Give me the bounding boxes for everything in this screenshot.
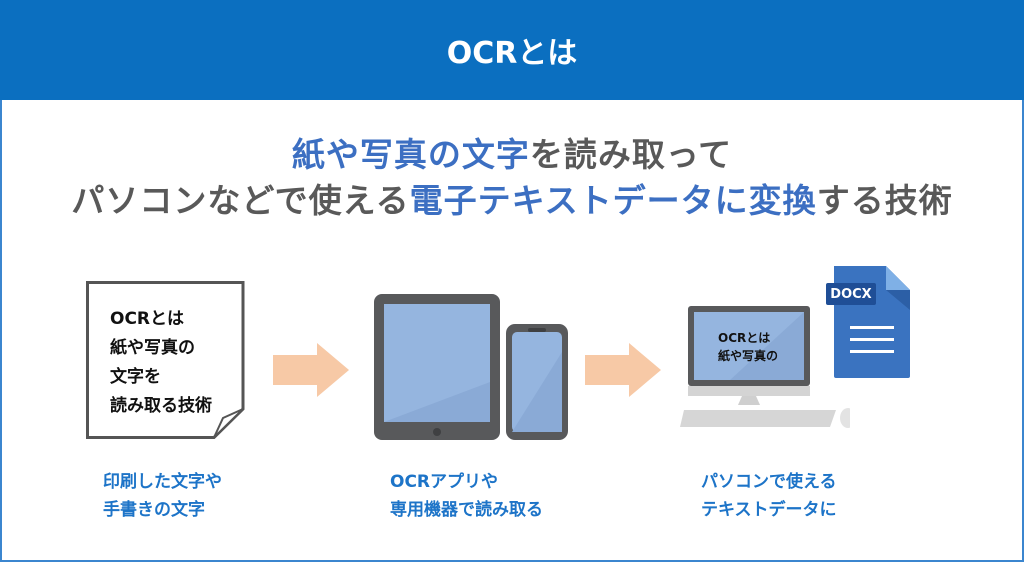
headline-line-2: パソコンなどで使える電子テキストデータに変換する技術 (0, 174, 1024, 222)
arrow-right-icon (273, 343, 349, 397)
caption-line: OCRアプリや (390, 472, 499, 492)
page-title: OCRとは (446, 36, 578, 71)
note-line: 紙や写真の (110, 338, 195, 358)
monitor-icon (688, 306, 810, 405)
step-2-caption: OCRアプリや 専用機器で読み取る (390, 468, 543, 524)
note-line: OCRとは (110, 309, 185, 329)
paper-document-illustration: OCRとは 紙や写真の 文字を 読み取る技術 (86, 281, 246, 439)
tablet-and-smartphone-illustration (374, 294, 568, 440)
screen-text: OCRとは 紙や写真の (718, 329, 778, 365)
keyboard-icon (680, 410, 836, 427)
headline-text: パソコンなどで使える (71, 181, 410, 220)
arrow-right-icon (585, 343, 661, 397)
headline-text: する技術 (816, 181, 953, 220)
note-line: 読み取る技術 (110, 396, 212, 416)
headline-text: を読み取って (529, 135, 733, 174)
screen-line: 紙や写真の (718, 349, 779, 363)
docx-label: DOCX (826, 283, 876, 305)
caption-line: パソコンで使える (701, 472, 837, 492)
caption-line: テキストデータに (701, 500, 837, 520)
paper-icon (86, 281, 245, 439)
smartphone-icon (506, 324, 568, 440)
caption-line: 専用機器で読み取る (390, 500, 543, 520)
headline-highlight: 紙や写真の文字 (291, 135, 530, 174)
caption-line: 手書きの文字 (103, 500, 205, 520)
step-3-caption: パソコンで使える テキストデータに (701, 468, 837, 524)
note-line: 文字を (110, 367, 161, 387)
headline-line-1: 紙や写真の文字を読み取って (0, 128, 1024, 176)
tablet-icon (374, 294, 500, 440)
mouse-icon (840, 408, 850, 428)
header-bar: OCRとは (0, 0, 1024, 100)
caption-line: 印刷した文字や (103, 472, 222, 492)
desktop-computer-illustration (680, 306, 850, 428)
step-1-caption: 印刷した文字や 手書きの文字 (103, 468, 222, 524)
headline-highlight: 電子テキストデータに変換 (409, 181, 817, 220)
screen-line: OCRとは (718, 331, 771, 345)
